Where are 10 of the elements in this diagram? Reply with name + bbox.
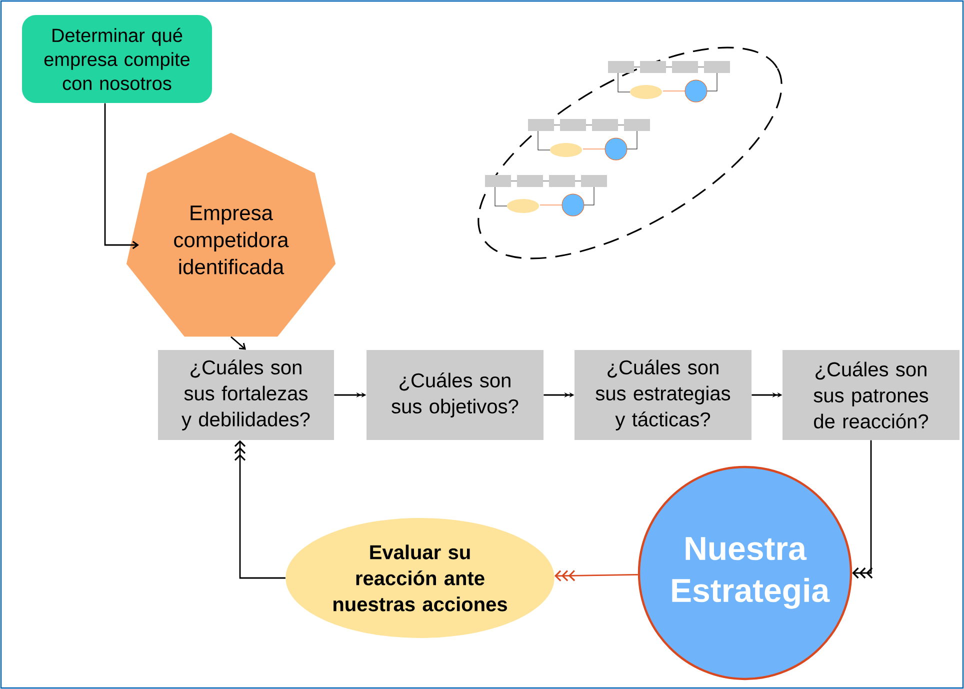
arrow — [554, 570, 638, 582]
arrow — [852, 440, 873, 579]
arrow — [104, 103, 139, 250]
question-box: ¿Cuáles son sus objetivos? — [366, 350, 544, 440]
process-box: Determinar qué empresa compite con nosotros — [22, 15, 212, 103]
arrow — [230, 336, 246, 350]
arrow — [234, 440, 286, 579]
question-box: ¿Cuáles son sus estrategias y tácticas? — [574, 350, 752, 440]
question-box: ¿Cuáles son sus patrones de reacción? — [782, 350, 960, 440]
question-box: ¿Cuáles son sus fortalezas y debilidades? — [158, 350, 334, 440]
